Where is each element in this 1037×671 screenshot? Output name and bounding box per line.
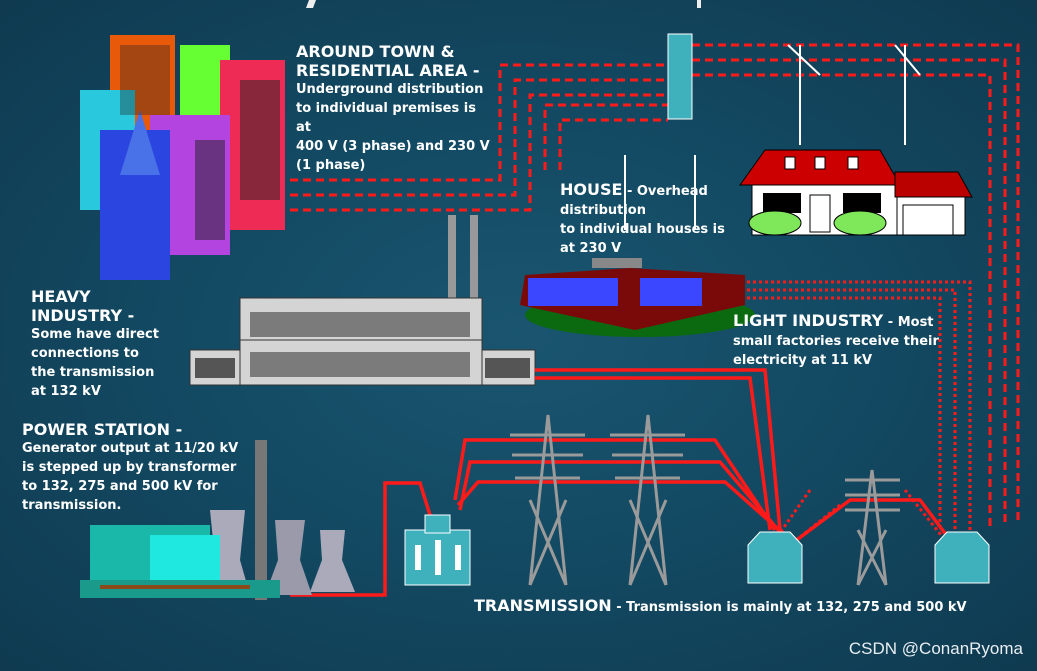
substations: [747, 531, 990, 584]
house-title: HOUSE: [560, 180, 623, 199]
transmission-lines: [290, 368, 952, 597]
label-line: (1 phase): [296, 158, 366, 173]
title-fragment: [306, 0, 316, 8]
house: [739, 149, 973, 236]
label-line: small factories receive their: [733, 334, 939, 349]
power-station-title: POWER STATION -: [22, 420, 183, 439]
light-industry-factory: [520, 258, 755, 337]
label-line: distribution: [560, 203, 646, 218]
label-line: to 132, 275 and 500 kV for: [22, 479, 218, 494]
label-line: at 230 V: [560, 241, 622, 256]
distribution-pillar: [667, 33, 693, 120]
watermark: CSDN @ConanRyoma: [848, 639, 1023, 658]
label-line: to individual premises is: [296, 101, 476, 116]
transmission-label: TRANSMISSION - Transmission is mainly at…: [474, 596, 967, 617]
overhead-lines: [624, 44, 921, 230]
around-town-label: AROUND TOWN & RESIDENTIAL AREA - Undergr…: [296, 42, 490, 175]
around-town-title-2: RESIDENTIAL AREA -: [296, 61, 480, 80]
label-line: Generator output at 11/20 kV: [22, 441, 239, 456]
label-line: transmission.: [22, 498, 122, 513]
title-fragment: [697, 0, 701, 8]
city-buildings: [80, 35, 285, 280]
label-line: at: [296, 120, 311, 135]
label-line: - Overhead: [622, 184, 708, 199]
heavy-industry-title: HEAVY: [31, 287, 91, 306]
label-line: at 132 kV: [31, 384, 101, 399]
label-line: connections to: [31, 346, 139, 361]
step-up-transformer: [404, 514, 471, 586]
house-label: HOUSE - Overhead distribution to individ…: [560, 180, 725, 258]
label-line: 400 V (3 phase) and 230 V: [296, 139, 490, 154]
power-station: [80, 440, 355, 600]
label-line: is stepped up by transformer: [22, 460, 237, 475]
label-line: to individual houses is: [560, 222, 725, 237]
heavy-industry-label: HEAVY INDUSTRY - Some have direct connec…: [31, 287, 159, 401]
transmission-title: TRANSMISSION: [474, 596, 612, 615]
power-station-label: POWER STATION - Generator output at 11/2…: [22, 420, 238, 515]
transmission-pylons: [510, 414, 900, 586]
label-line: - Most: [883, 315, 934, 330]
label-line: Some have direct: [31, 327, 159, 342]
heavy-industry-title-2: INDUSTRY -: [31, 306, 135, 325]
label-line: Underground distribution: [296, 82, 484, 97]
around-town-title: AROUND TOWN &: [296, 42, 455, 61]
light-industry-label: LIGHT INDUSTRY - Most small factories re…: [733, 311, 939, 370]
heavy-industry-factory: [189, 215, 536, 386]
light-industry-title: LIGHT INDUSTRY: [733, 311, 884, 330]
label-line: electricity at 11 kV: [733, 353, 873, 368]
label-line: the transmission: [31, 365, 155, 380]
label-line: - Transmission is mainly at 132, 275 and…: [611, 600, 967, 615]
